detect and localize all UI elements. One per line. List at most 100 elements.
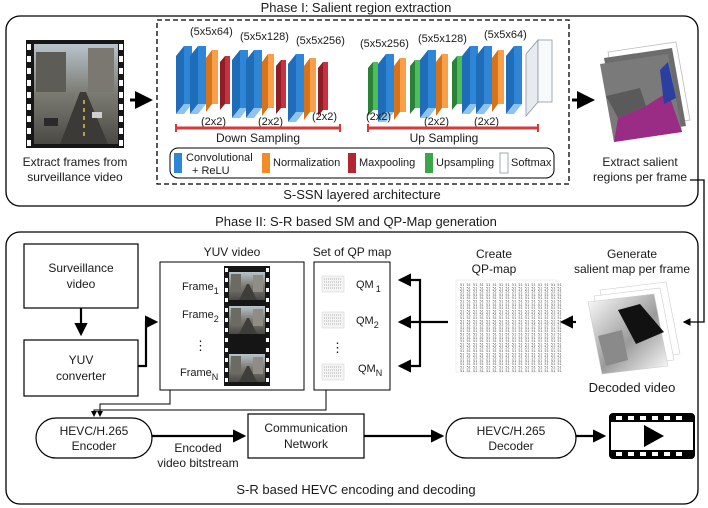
surveillance-video-box	[23, 243, 139, 309]
surveillance-video-label-1: Surveillance	[48, 261, 114, 275]
phase-connector-arrow	[682, 179, 705, 326]
network-label-2: Network	[284, 437, 329, 451]
legend-softmax-label: Softmax	[511, 157, 552, 169]
encoder-label-1: HEVC/H.265	[60, 424, 129, 438]
norm-block	[436, 54, 448, 116]
bitstream-label-2: video bitstream	[157, 456, 238, 470]
dec-dim-2: (5x5x128)	[418, 33, 467, 45]
network-label-1: Communication	[264, 421, 347, 435]
enc-dim-1: (5x5x64)	[190, 26, 233, 38]
yuv-converter-label-1: YUV	[69, 353, 94, 367]
pool-label-4: (2x2)	[366, 111, 391, 123]
qp-ellipsis: ⋮	[331, 340, 344, 355]
upsample-block	[410, 60, 420, 114]
legend-conv-label-2: + ReLU	[192, 165, 230, 177]
norm-block	[262, 54, 274, 116]
qp-thumb-2	[321, 311, 345, 329]
norm-block	[394, 58, 406, 120]
extract-salient-label-1: Extract salient	[602, 155, 678, 169]
surveillance-film-icon	[26, 40, 124, 148]
frame-label-n: FrameN	[180, 367, 218, 382]
pool-label-1: (2x2)	[201, 116, 226, 128]
maxpool-block	[276, 60, 286, 114]
enc-dim-3: (5x5x256)	[296, 35, 345, 47]
qm-label-n: QMN	[358, 363, 382, 378]
surveillance-video-label-2: video	[67, 277, 96, 291]
down-sampling-label: Down Sampling	[216, 131, 300, 145]
qm-label-2: QM2	[356, 315, 379, 330]
legend-conv-swatch	[174, 153, 182, 173]
phase1-frame	[5, 15, 699, 207]
architecture-caption: S-SSN layered architecture	[283, 187, 441, 202]
up-sampling-label: Up Sampling	[410, 131, 479, 145]
maxpool-block	[220, 56, 230, 110]
extract-frames-label-2: surveillance video	[27, 170, 123, 184]
legend-conv-label-1: Convolutional	[186, 152, 253, 164]
hevc-decoder-node	[445, 417, 577, 459]
decoder-stack	[368, 38, 553, 122]
qp-matrix-text: 51 51 51 51 51 51 51 51 51 51 51 51 51 5…	[460, 283, 564, 373]
conv-block	[246, 50, 262, 118]
layer-legend: Convolutional + ReLU Normalization Maxpo…	[169, 147, 555, 179]
decoder-label-1: HEVC/H.265	[477, 424, 546, 438]
create-qp-label-2: QP-map	[472, 262, 517, 276]
decoded-saliency-stack	[587, 281, 681, 375]
frame-thumb-2	[229, 306, 265, 334]
bitstream-label-1: Encoded	[174, 441, 221, 455]
decoded-video-label: Decoded video	[589, 380, 676, 395]
legend-softmax-swatch	[499, 152, 509, 174]
norm-block	[206, 50, 218, 112]
conv-block	[232, 50, 248, 118]
yuv-converter-box	[23, 339, 139, 397]
encoder-stack	[176, 46, 328, 122]
frame-thumb-n	[229, 354, 265, 382]
qp-map-matrix	[455, 279, 557, 373]
generate-sm-label-2: salient map per frame	[574, 262, 690, 276]
conv-block	[288, 54, 304, 122]
norm-block	[492, 50, 504, 112]
generate-sm-label-1: Generate	[607, 247, 657, 261]
pool-label-2: (2x2)	[258, 116, 283, 128]
video-play-icon	[609, 413, 695, 459]
extract-frames-label-1: Extract frames from	[23, 155, 128, 169]
qp-thumb-1	[321, 275, 345, 293]
conv-block	[190, 46, 206, 114]
qp-to-qm1-arrow	[397, 273, 448, 324]
frame-label-2: Frame2	[182, 309, 219, 324]
encoder-label-2: Encoder	[72, 439, 117, 453]
qp-set-title: Set of QP map	[313, 245, 392, 259]
yuv-converter-label-2: converter	[56, 369, 106, 383]
qp-to-qmn-arrow	[397, 322, 422, 373]
yuv-to-frames-arrow	[138, 315, 159, 368]
communication-network-box	[247, 413, 365, 459]
upsample-block	[368, 62, 378, 116]
pool-label-3: (2x2)	[312, 111, 337, 123]
legend-maxpool-label: Maxpooling	[359, 157, 415, 169]
legend-norm-label: Normalization	[273, 157, 340, 169]
extract-salient-label-2: regions per frame	[593, 170, 687, 184]
upsample-block	[452, 56, 462, 110]
phase2-title: Phase II: S-R based SM and QP-Map genera…	[215, 214, 497, 229]
conv-block	[420, 50, 436, 118]
frame-thumb-1	[229, 272, 265, 300]
enc-dim-2: (5x5x128)	[240, 31, 289, 43]
legend-upsample-label: Upsampling	[436, 157, 494, 169]
conv-block	[476, 46, 492, 114]
phase1-title: Phase I: Salient region extraction	[261, 0, 452, 15]
decoder-label-2: Decoder	[488, 439, 533, 453]
conv-block	[506, 46, 522, 114]
qp-to-encoder-arrow	[91, 390, 327, 417]
legend-maxpool-swatch	[348, 153, 356, 173]
dec-dim-1: (5x5x256)	[360, 38, 409, 50]
dec-dim-3: (5x5x64)	[484, 29, 527, 41]
conv-block	[462, 46, 478, 114]
conv-block	[176, 46, 192, 114]
legend-upsample-swatch	[425, 153, 433, 173]
create-qp-label-1: Create	[476, 247, 512, 261]
qp-thumb-n	[321, 363, 345, 381]
film-ellipsis: ⋮	[246, 332, 259, 347]
legend-norm-swatch	[262, 153, 270, 173]
phase2-frame	[5, 231, 699, 505]
